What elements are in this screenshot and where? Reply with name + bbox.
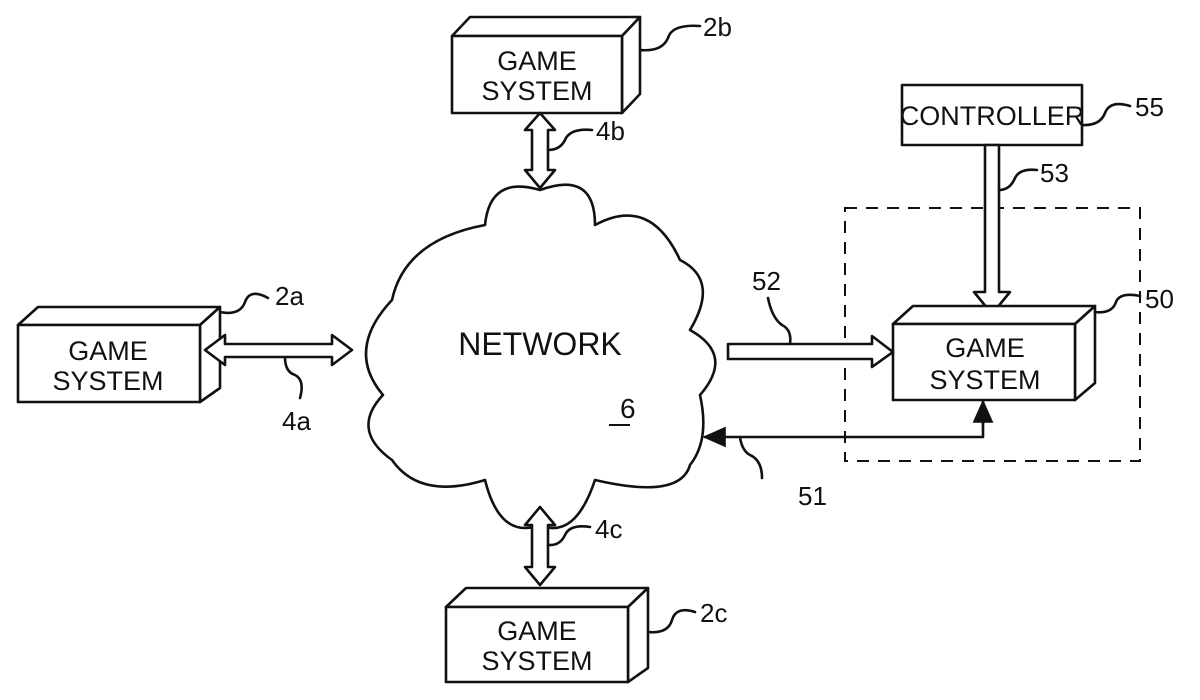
ref-52: 52 — [752, 266, 781, 296]
link-52: 52 — [728, 266, 893, 367]
ref-4a: 4a — [282, 406, 311, 436]
game-system-2c-line2: SYSTEM — [481, 646, 592, 676]
ref-4b: 4b — [596, 116, 625, 146]
game-system-2a: GAME SYSTEM 2a — [18, 281, 304, 402]
game-system-2b-line1: GAME — [497, 46, 577, 76]
ref-53: 53 — [1040, 158, 1069, 188]
link-4a: 4a — [205, 335, 352, 436]
game-system-2a-line2: SYSTEM — [52, 366, 163, 396]
game-system-2a-line1: GAME — [68, 336, 148, 366]
game-system-2c-line1: GAME — [497, 616, 577, 646]
ref-2b: 2b — [703, 12, 732, 42]
game-system-2b: GAME SYSTEM 2b — [452, 12, 732, 113]
controller-55: CONTROLLER 55 — [900, 85, 1164, 145]
link-4b: 4b — [525, 113, 625, 188]
game-system-50: GAME SYSTEM 50 — [893, 284, 1174, 400]
controller-label: CONTROLLER — [900, 101, 1085, 131]
ref-2a: 2a — [275, 281, 304, 311]
game-system-50-line1: GAME — [945, 333, 1025, 363]
game-system-2c: GAME SYSTEM 2c — [446, 588, 727, 682]
ref-51: 51 — [798, 481, 827, 511]
ref-4c: 4c — [595, 514, 622, 544]
link-53: 53 — [974, 145, 1069, 314]
network-cloud: NETWORK 6 — [366, 185, 715, 528]
ref-2c: 2c — [700, 598, 727, 628]
network-ref: 6 — [620, 393, 636, 424]
network-label: NETWORK — [458, 326, 622, 362]
game-system-2b-line2: SYSTEM — [481, 76, 592, 106]
game-system-50-line2: SYSTEM — [929, 365, 1040, 395]
ref-55: 55 — [1135, 92, 1164, 122]
ref-50: 50 — [1145, 284, 1174, 314]
